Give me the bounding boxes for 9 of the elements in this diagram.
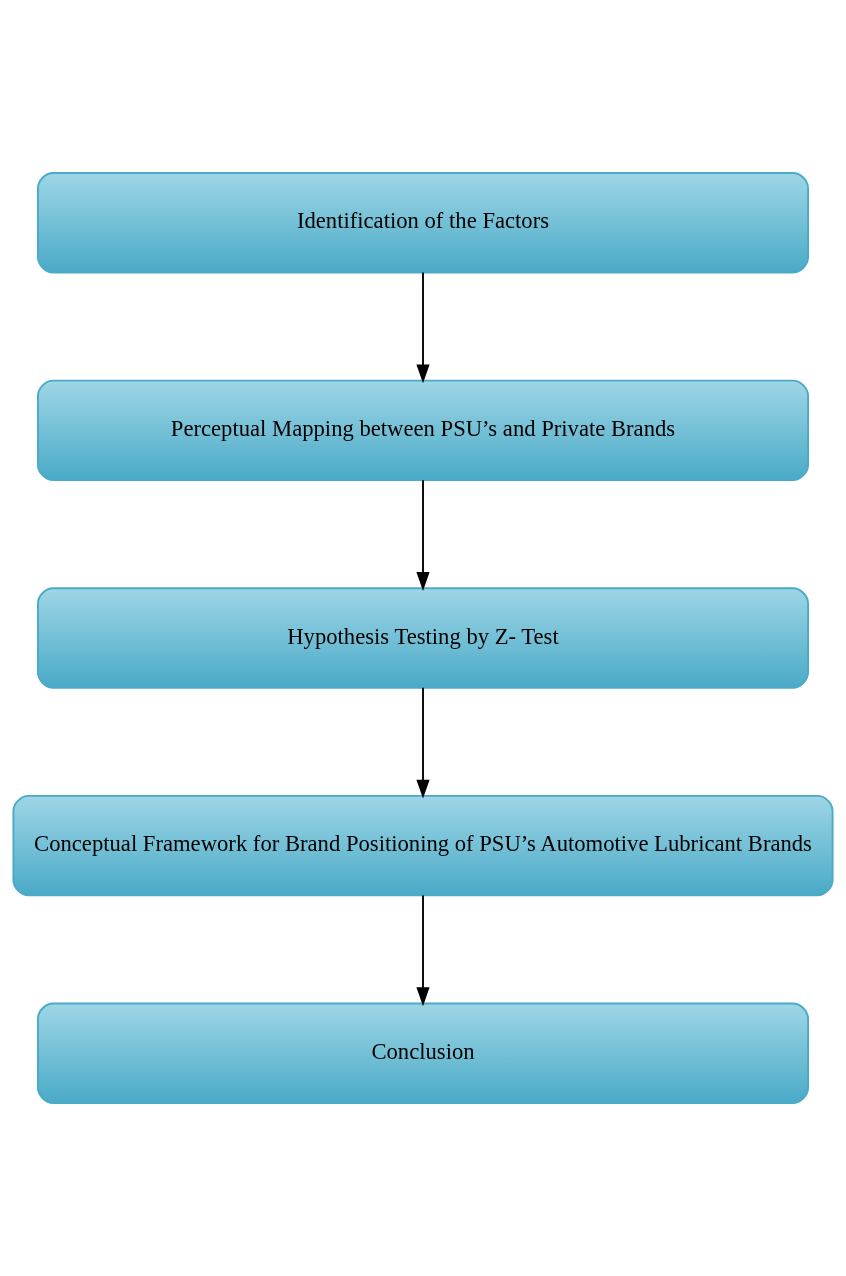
node-box: Hypothesis Testing by Z- Test	[37, 587, 809, 689]
node-box: Conceptual Framework for Brand Positioning of PSU’s Automotive Lubricant Brands	[12, 795, 834, 897]
node-box: Perceptual Mapping between PSU’s and Private Brands	[37, 379, 809, 481]
arrow	[416, 894, 430, 1007]
node-box: Conclusion	[37, 1002, 809, 1104]
arrow	[416, 686, 430, 799]
node-box: Identification of the Factors	[37, 172, 809, 274]
arrow	[416, 271, 430, 384]
arrow	[416, 479, 430, 591]
